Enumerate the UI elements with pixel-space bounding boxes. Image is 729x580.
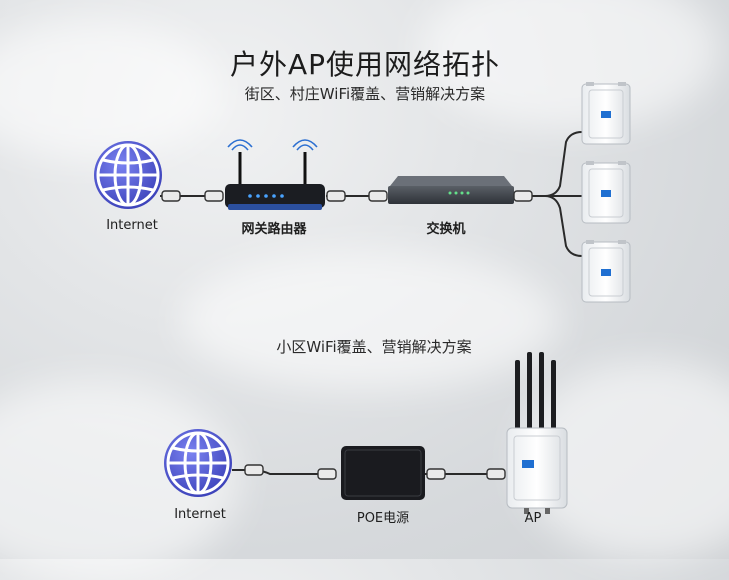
- subtitle-top: 街区、村庄WiFi覆盖、营销解决方案: [244, 85, 486, 103]
- switch-icon: [388, 176, 514, 204]
- switch-label: 交换机: [426, 222, 466, 237]
- cable-switch-aps: [513, 131, 583, 257]
- internet-label: Internet: [106, 218, 158, 233]
- outdoor-ap-2: [581, 160, 631, 224]
- outdoor-ap-antenna: [506, 352, 568, 514]
- poe-power-icon: [341, 446, 425, 500]
- outdoor-ap-1: [581, 81, 631, 145]
- outdoor-ap-3: [581, 239, 631, 303]
- internet-globe-icon-bottom: [162, 427, 234, 499]
- internet-label-bottom: Internet: [174, 507, 226, 522]
- router-label: 网关路由器: [241, 222, 307, 237]
- subtitle-bottom: 小区WiFi覆盖、营销解决方案: [276, 338, 472, 356]
- internet-globe-icon: [92, 139, 164, 211]
- page-title: 户外AP使用网络拓扑: [229, 48, 501, 81]
- cable-internet-router: [160, 190, 224, 202]
- cable-poe-ap: [425, 468, 506, 480]
- ap-label: AP: [524, 511, 542, 526]
- cable-router-switch: [326, 190, 388, 202]
- gateway-router-icon: [225, 139, 325, 210]
- cable-internet-poe: [232, 464, 337, 480]
- poe-label: POE电源: [356, 511, 410, 526]
- topology-diagram: [92, 81, 631, 514]
